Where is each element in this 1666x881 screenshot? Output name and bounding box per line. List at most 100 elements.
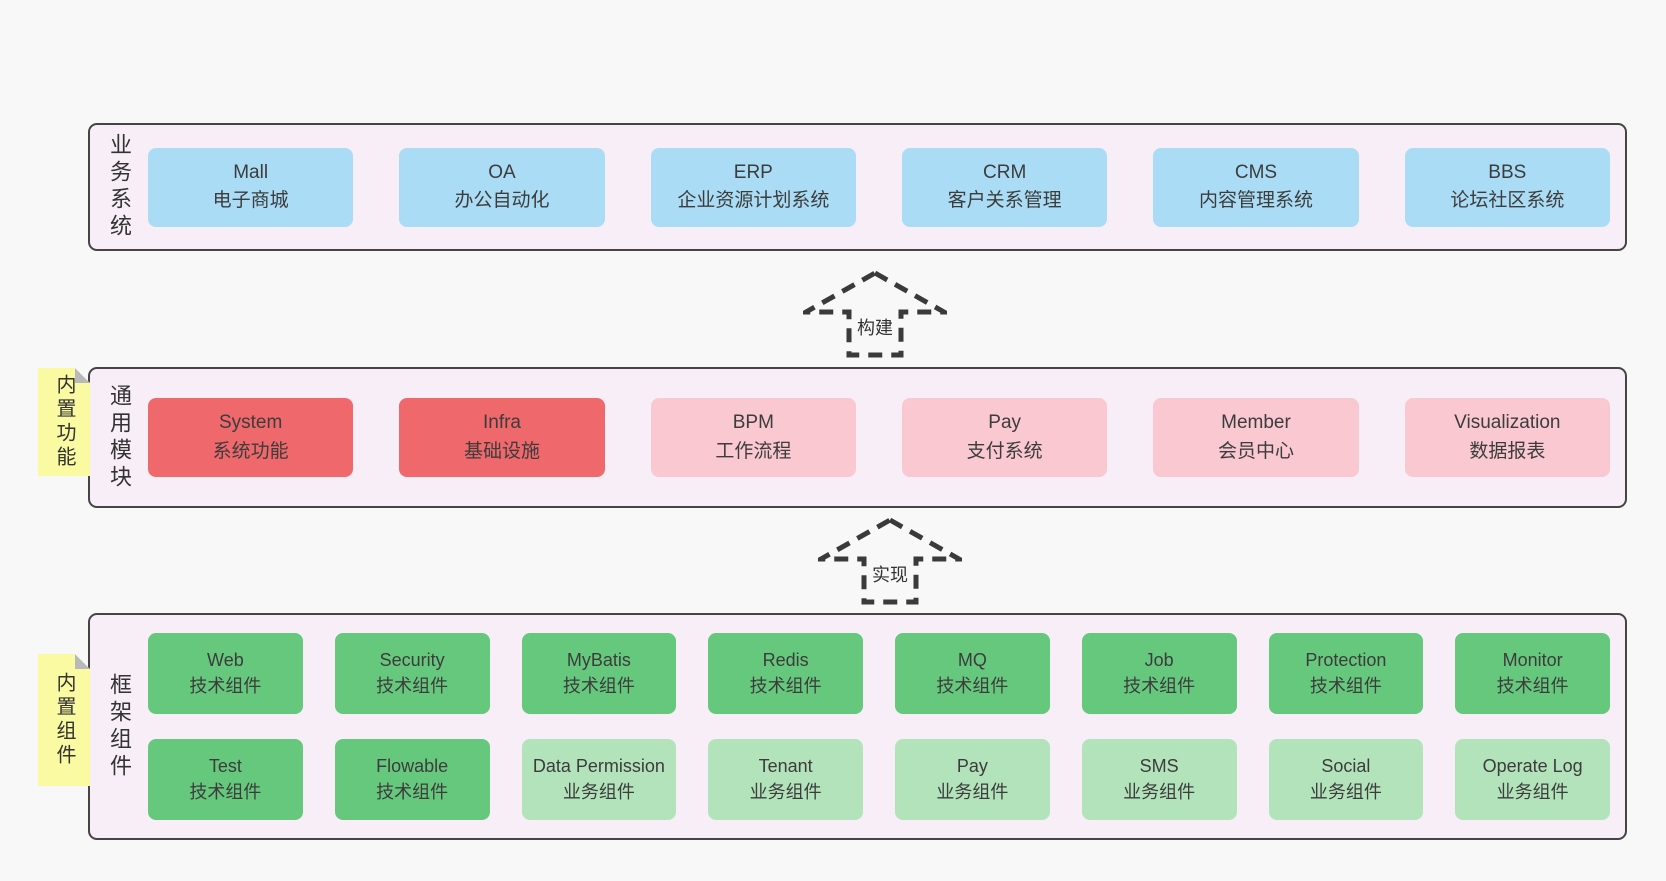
box-title: Mall xyxy=(233,161,269,183)
box-mall: Mall 电子商城 xyxy=(148,147,354,227)
box-subtitle: 技术组件 xyxy=(749,675,822,696)
sticky-builtin-features-label: 内置功能 xyxy=(53,374,75,470)
box-redis: Redis 技术组件 xyxy=(708,633,863,714)
box-title: Visualization xyxy=(1454,412,1561,433)
box-social: Social 业务组件 xyxy=(1268,739,1424,820)
box-cms: CMS 内容管理系统 xyxy=(1153,147,1359,227)
box-subtitle: 技术组件 xyxy=(936,675,1009,696)
box-title: Test xyxy=(208,756,242,777)
panel-framework-label-text: 框架组件 xyxy=(107,672,132,781)
box-title: BBS xyxy=(1488,161,1527,183)
box-subtitle: 电子商城 xyxy=(212,190,289,211)
sticky-builtin-components-label: 内置组件 xyxy=(53,672,75,768)
box-bpm: BPM 工作流程 xyxy=(650,398,856,477)
panel-common-modules: 通用模块 System 系统功能 Infra 基础设施 BPM 工作流程 Pay… xyxy=(88,367,1627,508)
box-erp: ERP 企业资源计划系统 xyxy=(650,147,856,227)
box-subtitle: 工作流程 xyxy=(715,440,792,462)
box-oa: OA 办公自动化 xyxy=(399,147,605,227)
box-tenant: Tenant 业务组件 xyxy=(708,739,863,820)
box-title: Data Permission xyxy=(532,756,665,777)
box-pay-biz: Pay 业务组件 xyxy=(895,739,1050,820)
box-subtitle: 业务组件 xyxy=(1496,781,1569,802)
box-subtitle: 技术组件 xyxy=(1123,675,1196,696)
box-subtitle: 论坛社区系统 xyxy=(1450,190,1565,211)
box-subtitle: 企业资源计划系统 xyxy=(677,190,830,211)
box-subtitle: 业务组件 xyxy=(1309,781,1382,802)
box-title: Tenant xyxy=(758,756,813,777)
up-arrow-dashed-icon xyxy=(818,517,962,605)
box-sms: SMS 业务组件 xyxy=(1081,739,1237,820)
framework-boxes: Web 技术组件 Security 技术组件 MyBatis 技术组件 Redi… xyxy=(148,615,1625,838)
box-subtitle: 客户关系管理 xyxy=(947,190,1062,211)
box-job: Job 技术组件 xyxy=(1081,633,1237,714)
box-title: BPM xyxy=(732,412,774,433)
box-subtitle: 业务组件 xyxy=(1123,781,1196,802)
box-title: CMS xyxy=(1234,161,1278,183)
arrow-build: 构建 xyxy=(803,270,947,358)
box-subtitle: 会员中心 xyxy=(1217,440,1294,462)
panel-common-label-text: 通用模块 xyxy=(107,383,132,492)
up-arrow-dashed-icon xyxy=(803,270,947,358)
box-title: Job xyxy=(1144,650,1174,671)
box-subtitle: 业务组件 xyxy=(562,781,635,802)
box-mybatis: MyBatis 技术组件 xyxy=(521,633,677,714)
box-title: MyBatis xyxy=(566,650,631,671)
box-bbs: BBS 论坛社区系统 xyxy=(1404,147,1610,227)
box-title: Redis xyxy=(762,650,809,671)
box-data-permission: Data Permission 业务组件 xyxy=(521,739,677,820)
box-title: CRM xyxy=(983,161,1027,183)
box-subtitle: 办公自动化 xyxy=(454,190,550,211)
box-operate-log: Operate Log 业务组件 xyxy=(1455,739,1610,820)
box-protection: Protection 技术组件 xyxy=(1268,633,1424,714)
box-subtitle: 内容管理系统 xyxy=(1198,190,1313,211)
box-title: Infra xyxy=(482,412,521,433)
box-title: Pay xyxy=(956,756,988,777)
box-subtitle: 技术组件 xyxy=(376,675,449,696)
box-subtitle: 技术组件 xyxy=(562,675,635,696)
box-system: System 系统功能 xyxy=(148,398,354,477)
box-title: System xyxy=(218,412,283,433)
box-subtitle: 技术组件 xyxy=(189,675,262,696)
box-crm: CRM 客户关系管理 xyxy=(901,147,1108,227)
sticky-note-builtin-features: 内置功能 xyxy=(38,368,90,476)
panel-business-label-text: 业务系统 xyxy=(107,133,132,241)
box-subtitle: 数据报表 xyxy=(1469,440,1546,462)
box-title: SMS xyxy=(1139,756,1179,777)
box-monitor: Monitor 技术组件 xyxy=(1455,633,1610,714)
box-subtitle: 基础设施 xyxy=(463,440,540,462)
panel-common-label: 通用模块 xyxy=(90,369,148,506)
box-title: OA xyxy=(488,161,516,183)
box-subtitle: 技术组件 xyxy=(376,781,449,802)
box-subtitle: 系统功能 xyxy=(212,440,289,462)
box-subtitle: 业务组件 xyxy=(749,781,822,802)
arrow-implement: 实现 xyxy=(818,517,962,605)
box-subtitle: 业务组件 xyxy=(936,781,1009,802)
panel-framework-label: 框架组件 xyxy=(90,615,148,838)
panel-business-label: 业务系统 xyxy=(90,125,148,249)
box-title: Operate Log xyxy=(1482,756,1583,777)
box-title: ERP xyxy=(733,161,773,183)
box-pay: Pay 支付系统 xyxy=(901,398,1108,477)
box-title: Member xyxy=(1221,412,1291,433)
box-visualization: Visualization 数据报表 xyxy=(1404,398,1610,477)
panel-framework-components: 框架组件 Web 技术组件 Security 技术组件 MyBatis 技术组件… xyxy=(88,613,1627,840)
box-title: Monitor xyxy=(1502,650,1563,671)
box-subtitle: 技术组件 xyxy=(1496,675,1569,696)
business-boxes: Mall 电子商城 OA 办公自动化 ERP 企业资源计划系统 CRM 客户关系… xyxy=(148,125,1625,249)
box-title: Pay xyxy=(988,412,1022,433)
box-flowable: Flowable 技术组件 xyxy=(334,739,490,820)
panel-business-systems: 业务系统 Mall 电子商城 OA 办公自动化 ERP 企业资源计划系统 CRM… xyxy=(88,123,1627,251)
box-infra: Infra 基础设施 xyxy=(399,398,605,477)
box-member: Member 会员中心 xyxy=(1153,398,1359,477)
sticky-note-builtin-components: 内置组件 xyxy=(38,654,90,786)
common-boxes: System 系统功能 Infra 基础设施 BPM 工作流程 Pay 支付系统… xyxy=(148,369,1625,506)
box-subtitle: 技术组件 xyxy=(189,781,262,802)
box-subtitle: 技术组件 xyxy=(1309,675,1382,696)
box-title: Web xyxy=(207,650,244,671)
box-title: MQ xyxy=(957,650,987,671)
box-subtitle: 支付系统 xyxy=(966,440,1043,462)
arrow-implement-label: 实现 xyxy=(869,561,911,587)
box-title: Flowable xyxy=(376,756,449,777)
box-title: Security xyxy=(379,650,445,671)
